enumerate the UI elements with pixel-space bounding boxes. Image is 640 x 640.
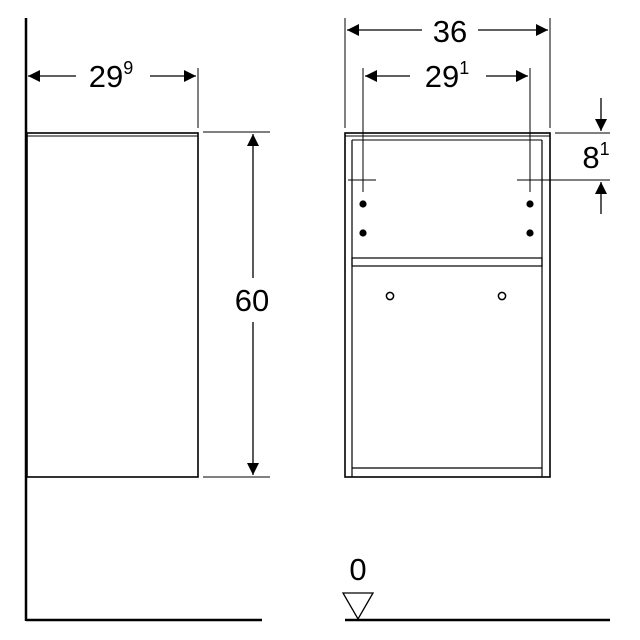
front-view: 36 291 81 0 — [341, 14, 610, 622]
cabinet-side — [26, 132, 199, 478]
mount-hole-right-lower — [526, 229, 534, 237]
mount-hole-right-upper — [526, 200, 534, 208]
floor-level-triangle — [341, 592, 375, 621]
shelf-pin-left — [385, 291, 395, 301]
mount-hole-left-lower — [359, 229, 367, 237]
floor-level-label: 0 — [349, 552, 366, 587]
side-view: 299 60 — [24, 18, 270, 622]
mount-hole-left-upper — [359, 200, 367, 208]
depth-label: 299 — [89, 58, 134, 94]
shelf-pin-right — [497, 291, 507, 301]
width-label: 36 — [433, 14, 467, 49]
cabinet-front-outline — [344, 132, 551, 478]
height-label: 60 — [235, 283, 269, 318]
shelf — [351, 257, 543, 267]
offset-label: 81 — [582, 139, 609, 175]
spacing-label: 291 — [425, 58, 470, 94]
